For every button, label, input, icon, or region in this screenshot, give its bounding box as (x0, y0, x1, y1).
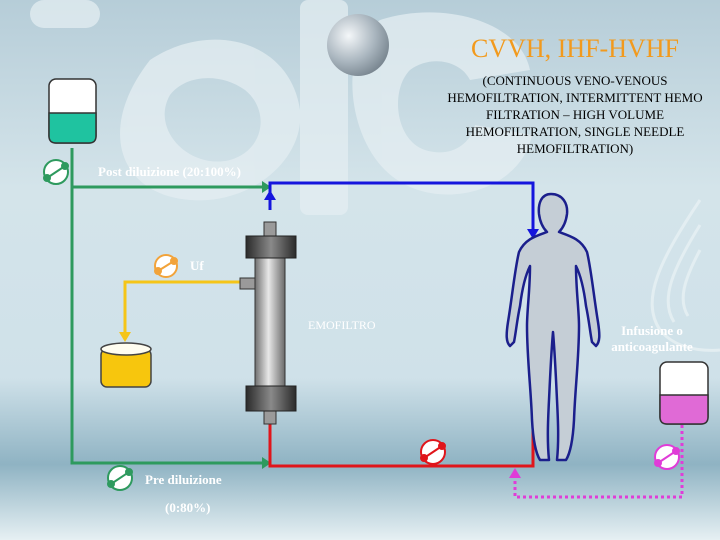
pump-icon-arterial (420, 439, 446, 465)
pump-icon-uf (154, 254, 178, 278)
pump-icon-pre (107, 465, 133, 491)
pre-diluizione-ratio: (0:80%) (165, 500, 211, 515)
infusion-line (513, 425, 684, 499)
watermark-drop (650, 199, 720, 352)
slide-title: CVVH, IHF-HVHF (470, 34, 679, 63)
substitution-line (70, 148, 262, 465)
hemofilter-icon (239, 221, 297, 425)
infusione-label: Infusione o anticoagulante (611, 323, 693, 354)
pump-icon-post (43, 159, 69, 185)
infusion-bag-icon (659, 361, 709, 425)
pump-icon-infusion (654, 444, 680, 470)
post-diluizione-label: Post diluizione (20:100%) (98, 164, 241, 179)
decorative-sphere (327, 14, 389, 76)
ultrafiltrate-container-icon (100, 342, 152, 388)
watermark-logo (30, 0, 532, 215)
uf-label: Uf (190, 258, 204, 273)
pre-diluizione-label: Pre diluizione (145, 472, 222, 487)
ultrafiltrate-line (123, 280, 240, 335)
emofiltro-label: EMOFILTRO (308, 318, 376, 332)
slide-subtitle: (CONTINUOUS VENO-VENOUS HEMOFILTRATION, … (447, 73, 703, 156)
patient-silhouette-icon (505, 192, 601, 462)
replacement-fluid-bag-icon (48, 78, 97, 144)
